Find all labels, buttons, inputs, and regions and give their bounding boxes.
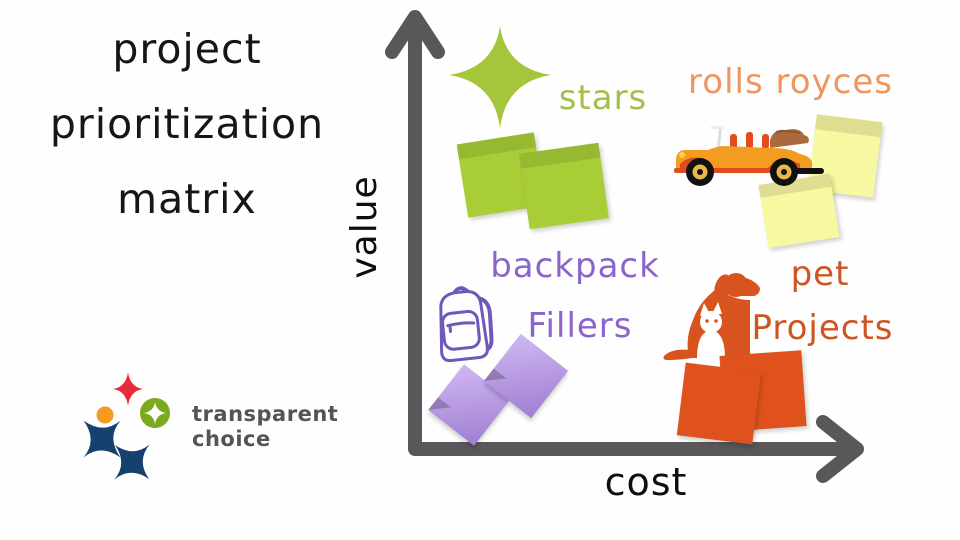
stars-label: stars — [558, 78, 648, 118]
cat-eye — [705, 319, 709, 323]
title-line-2: prioritization — [49, 100, 325, 148]
logo-navy-sparkle-1 — [83, 420, 121, 458]
pet-projects-label-line1: pet — [790, 254, 850, 294]
logo-text-line2: choice — [192, 427, 271, 451]
axis-lines — [408, 24, 846, 456]
car-front-hub-center — [697, 169, 703, 175]
pet-projects-label-line2: Projects — [751, 308, 894, 348]
car-headlight — [679, 152, 685, 158]
logo-mark-icon — [83, 372, 170, 480]
y-axis-label: value — [344, 175, 385, 279]
rolls-royces-label: rolls royces — [688, 62, 893, 102]
logo-text: transparent choice — [192, 402, 338, 452]
logo-green-ring-star — [144, 402, 166, 424]
car-axle-bar — [796, 168, 824, 174]
x-axis-arrowhead-icon — [816, 415, 864, 483]
car-cargo-line — [775, 130, 801, 134]
logo-orange-dot — [96, 406, 114, 424]
car-seat — [762, 134, 769, 149]
car-windshield — [716, 126, 723, 149]
backpack-pocket — [441, 310, 481, 351]
logo-text-line1: transparent — [192, 402, 339, 426]
car-windshield-bar — [711, 126, 724, 129]
title-line-1: project — [112, 25, 262, 73]
backpack-fillers-label-line2: Fillers — [527, 306, 633, 346]
dog-cat-icon — [663, 273, 760, 363]
car-seat — [730, 134, 737, 149]
sticky-note-orange-2 — [676, 362, 762, 445]
sparkle-icon — [449, 26, 551, 128]
x-axis-label: cost — [604, 460, 688, 504]
backpack-icon — [439, 286, 494, 363]
diagram-title: project prioritization matrix — [22, 12, 352, 237]
sparkle-shape — [449, 26, 551, 128]
y-axis-arrowhead-icon — [385, 10, 445, 59]
car-cargo — [770, 129, 809, 148]
title-line-3: matrix — [117, 175, 257, 223]
car-rear-hub-center — [781, 169, 787, 175]
logo-navy-sparkle-2 — [114, 444, 150, 480]
car-icon — [674, 126, 824, 186]
car-seat — [746, 132, 753, 149]
cat-silhouette — [696, 302, 726, 363]
cat-eye — [714, 319, 718, 323]
logo-red-sparkle — [113, 372, 143, 406]
backpack-fillers-label-line1: backpack — [490, 246, 660, 286]
backpack-zipper-pull — [448, 323, 452, 333]
sticky-note-green-2 — [519, 142, 609, 230]
